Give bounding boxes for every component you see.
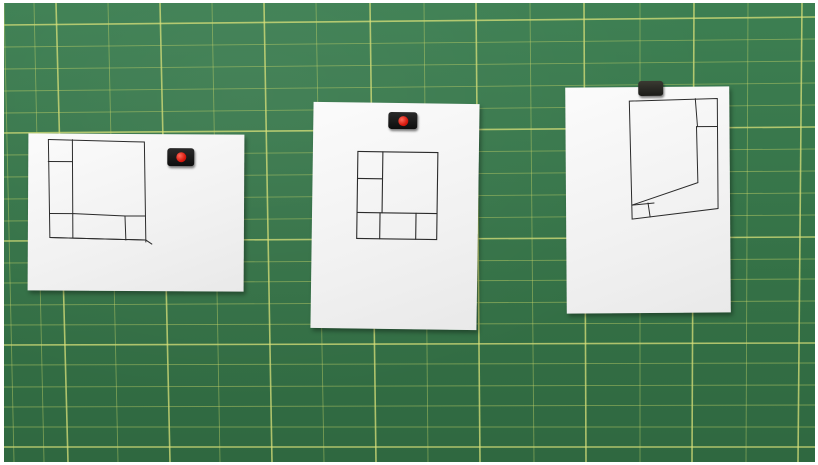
red-dot-icon [176, 152, 186, 162]
right-sketch [565, 86, 731, 313]
right-paper-sheet [565, 86, 731, 313]
left-sketch [28, 133, 245, 291]
black-magnet [638, 81, 663, 96]
middle-paper-sheet [310, 102, 479, 330]
red-magnet [167, 148, 194, 166]
middle-sketch [310, 102, 479, 330]
red-magnet [388, 112, 417, 129]
left-paper-sheet [28, 133, 245, 291]
green-grid-board [4, 3, 815, 462]
red-dot-icon [398, 116, 408, 126]
